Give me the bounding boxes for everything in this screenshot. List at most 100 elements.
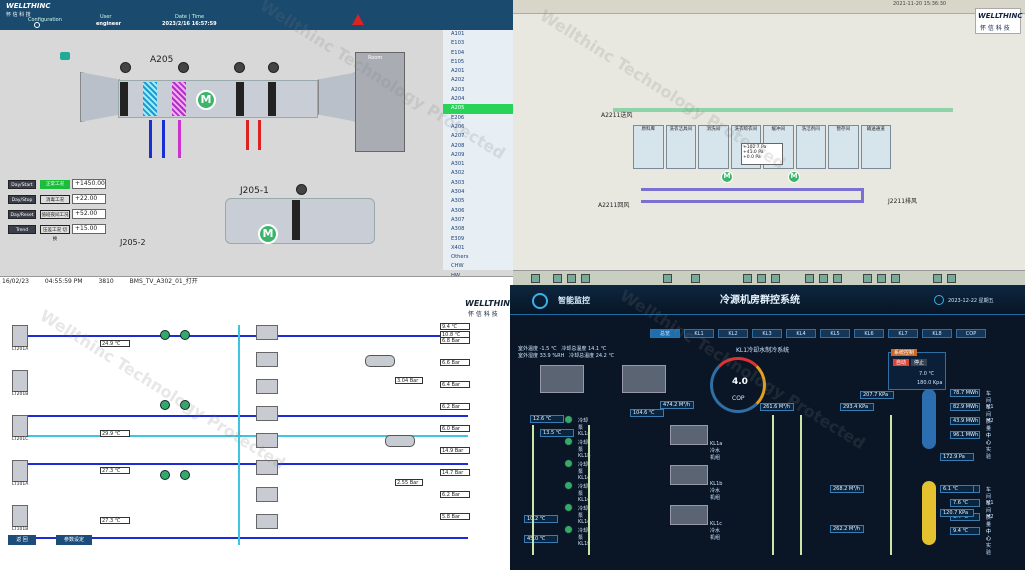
tab-总览[interactable]: 总览 xyxy=(650,329,680,338)
mode-button[interactable]: Day/Reset xyxy=(8,210,36,219)
sidebar-item[interactable]: A307 xyxy=(451,216,465,223)
tool-icon[interactable] xyxy=(863,274,872,283)
pump-icon[interactable] xyxy=(180,470,190,480)
settings-button[interactable]: 参数设定 xyxy=(56,535,92,545)
sidebar-item[interactable]: E105 xyxy=(451,58,465,65)
sidebar-item[interactable]: A303 xyxy=(451,179,465,186)
sidebar-item[interactable]: A301 xyxy=(451,161,465,168)
pump-icon[interactable] xyxy=(564,503,573,512)
sidebar-item[interactable]: A206 xyxy=(451,123,465,130)
sidebar-item[interactable]: A207 xyxy=(451,133,465,140)
sidebar-item[interactable]: A202 xyxy=(451,77,465,84)
pump-icon[interactable] xyxy=(180,400,190,410)
tool-icon[interactable] xyxy=(833,274,842,283)
chiller-unit[interactable] xyxy=(670,465,708,485)
tab-kl1[interactable]: KL1 xyxy=(684,329,714,338)
pump-icon[interactable] xyxy=(160,470,170,480)
unit-icon[interactable] xyxy=(256,352,278,367)
tool-icon[interactable] xyxy=(743,274,752,283)
fan-icon[interactable] xyxy=(296,184,307,195)
sidebar-item[interactable]: A308 xyxy=(451,226,465,233)
sidebar-item[interactable]: A305 xyxy=(451,198,465,205)
sidebar-item[interactable]: E309 xyxy=(451,235,465,242)
config-label[interactable]: Configuration xyxy=(28,17,62,23)
mode-value[interactable]: +52.00 xyxy=(72,209,106,219)
chiller-icon[interactable] xyxy=(12,325,28,347)
tab-kl8[interactable]: KL8 xyxy=(922,329,952,338)
valve-icon[interactable] xyxy=(60,52,70,60)
mode-state[interactable]: 压差工况 切换 xyxy=(40,225,70,242)
tool-icon[interactable] xyxy=(819,274,828,283)
tool-icon[interactable] xyxy=(933,274,942,283)
unit-icon[interactable] xyxy=(256,325,278,340)
unit-icon[interactable] xyxy=(256,433,278,448)
tool-icon[interactable] xyxy=(877,274,886,283)
sidebar-item[interactable]: A203 xyxy=(451,86,465,93)
tool-icon[interactable] xyxy=(567,274,576,283)
fan-icon[interactable] xyxy=(234,62,245,73)
chiller-unit[interactable] xyxy=(670,425,708,445)
tool-icon[interactable] xyxy=(553,274,562,283)
sidebar-item[interactable]: A205 xyxy=(443,104,513,114)
chiller-unit[interactable] xyxy=(670,505,708,525)
sidebar-item[interactable]: HW xyxy=(443,272,513,281)
sidebar-item[interactable]: X401 xyxy=(451,244,465,251)
tool-icon[interactable] xyxy=(947,274,956,283)
stop-button[interactable]: 停止 xyxy=(911,359,928,366)
unit-icon[interactable] xyxy=(256,460,278,475)
settings-icon[interactable] xyxy=(934,295,944,305)
pump-icon[interactable] xyxy=(160,400,170,410)
sidebar-item[interactable]: E104 xyxy=(451,49,465,56)
tool-icon[interactable] xyxy=(891,274,900,283)
user-value[interactable]: engineer xyxy=(96,21,122,27)
tab-cop[interactable]: COP xyxy=(956,329,986,338)
sidebar-item[interactable]: E206 xyxy=(451,114,465,121)
sidebar-item[interactable]: A302 xyxy=(451,170,465,177)
mode-button[interactable]: Trend xyxy=(8,225,36,234)
mode-state[interactable]: 正常工况 xyxy=(40,180,70,189)
motor-icon[interactable]: M xyxy=(196,90,216,110)
gear-icon[interactable] xyxy=(34,22,40,28)
alarm-icon[interactable] xyxy=(352,14,364,25)
back-button[interactable]: 返 回 xyxy=(8,535,36,545)
tool-icon[interactable] xyxy=(581,274,590,283)
sidebar-item[interactable]: A306 xyxy=(451,207,465,214)
pump-icon[interactable] xyxy=(160,330,170,340)
pump-icon[interactable] xyxy=(564,415,573,424)
tab-kl3[interactable]: KL3 xyxy=(752,329,782,338)
sidebar-item[interactable]: Others xyxy=(451,254,469,261)
motor-icon[interactable]: M xyxy=(721,171,733,183)
fan-icon[interactable] xyxy=(178,62,189,73)
tool-icon[interactable] xyxy=(691,274,700,283)
mode-value[interactable]: +1450.00 xyxy=(72,179,106,189)
mode-button[interactable]: Day/Start xyxy=(8,180,36,189)
chiller-icon[interactable] xyxy=(12,460,28,482)
unit-icon[interactable] xyxy=(256,379,278,394)
play-icon[interactable] xyxy=(531,274,540,283)
pump-icon[interactable] xyxy=(564,481,573,490)
mode-value[interactable]: +15.00 xyxy=(72,224,106,234)
pump-icon[interactable] xyxy=(564,525,573,534)
motor-icon[interactable]: M xyxy=(258,224,278,244)
sidebar-item[interactable]: A201 xyxy=(451,68,465,75)
sidebar-item[interactable]: E103 xyxy=(451,40,465,47)
pump-icon[interactable] xyxy=(564,437,573,446)
unit-icon[interactable] xyxy=(256,514,278,529)
mode-value[interactable]: +22.00 xyxy=(72,194,106,204)
auto-button[interactable]: 自动 xyxy=(893,359,910,366)
pump-icon[interactable] xyxy=(180,330,190,340)
tab-kl6[interactable]: KL6 xyxy=(854,329,884,338)
tool-icon[interactable] xyxy=(805,274,814,283)
sidebar-item[interactable]: A208 xyxy=(451,142,465,149)
unit-icon[interactable] xyxy=(256,406,278,421)
sidebar-item[interactable]: A209 xyxy=(451,151,465,158)
fan-icon[interactable] xyxy=(268,62,279,73)
tool-icon[interactable] xyxy=(757,274,766,283)
mode-state[interactable]: 值班夜间工况 xyxy=(40,210,70,219)
fan-icon[interactable] xyxy=(120,62,131,73)
sidebar-item[interactable]: CHW xyxy=(451,263,464,270)
tab-kl2[interactable]: KL2 xyxy=(718,329,748,338)
motor-icon[interactable]: M xyxy=(788,171,800,183)
tab-kl7[interactable]: KL7 xyxy=(888,329,918,338)
tab-kl4[interactable]: KL4 xyxy=(786,329,816,338)
